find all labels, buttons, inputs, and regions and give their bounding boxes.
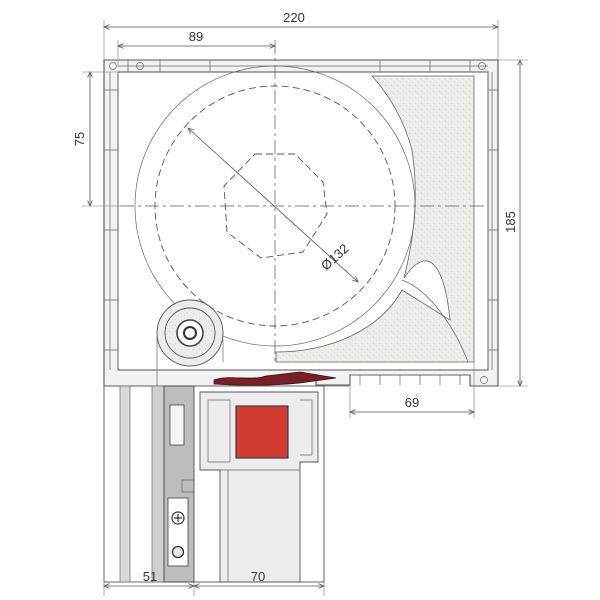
dim-total-width: 220 [283,10,305,25]
dim-axis-offset: 89 [189,29,203,44]
dim-bottom-right: 70 [251,569,265,584]
dim-axis-height: 75 [72,132,87,146]
insulation-inner-edge [401,279,469,363]
shutter-guide-rail [103,385,213,583]
dim-bottom-left: 51 [143,569,157,584]
diameter-line [188,128,358,282]
dim-inner-width: 69 [405,395,419,410]
window-frame-profile [193,371,350,583]
bolt-icon [171,545,185,559]
reinforcement-insert [235,405,289,459]
guide-roller [156,299,224,386]
window-seal [213,371,337,386]
insulation-block [275,75,475,363]
dimension-lines [82,20,528,596]
dim-total-height: 185 [503,211,518,233]
